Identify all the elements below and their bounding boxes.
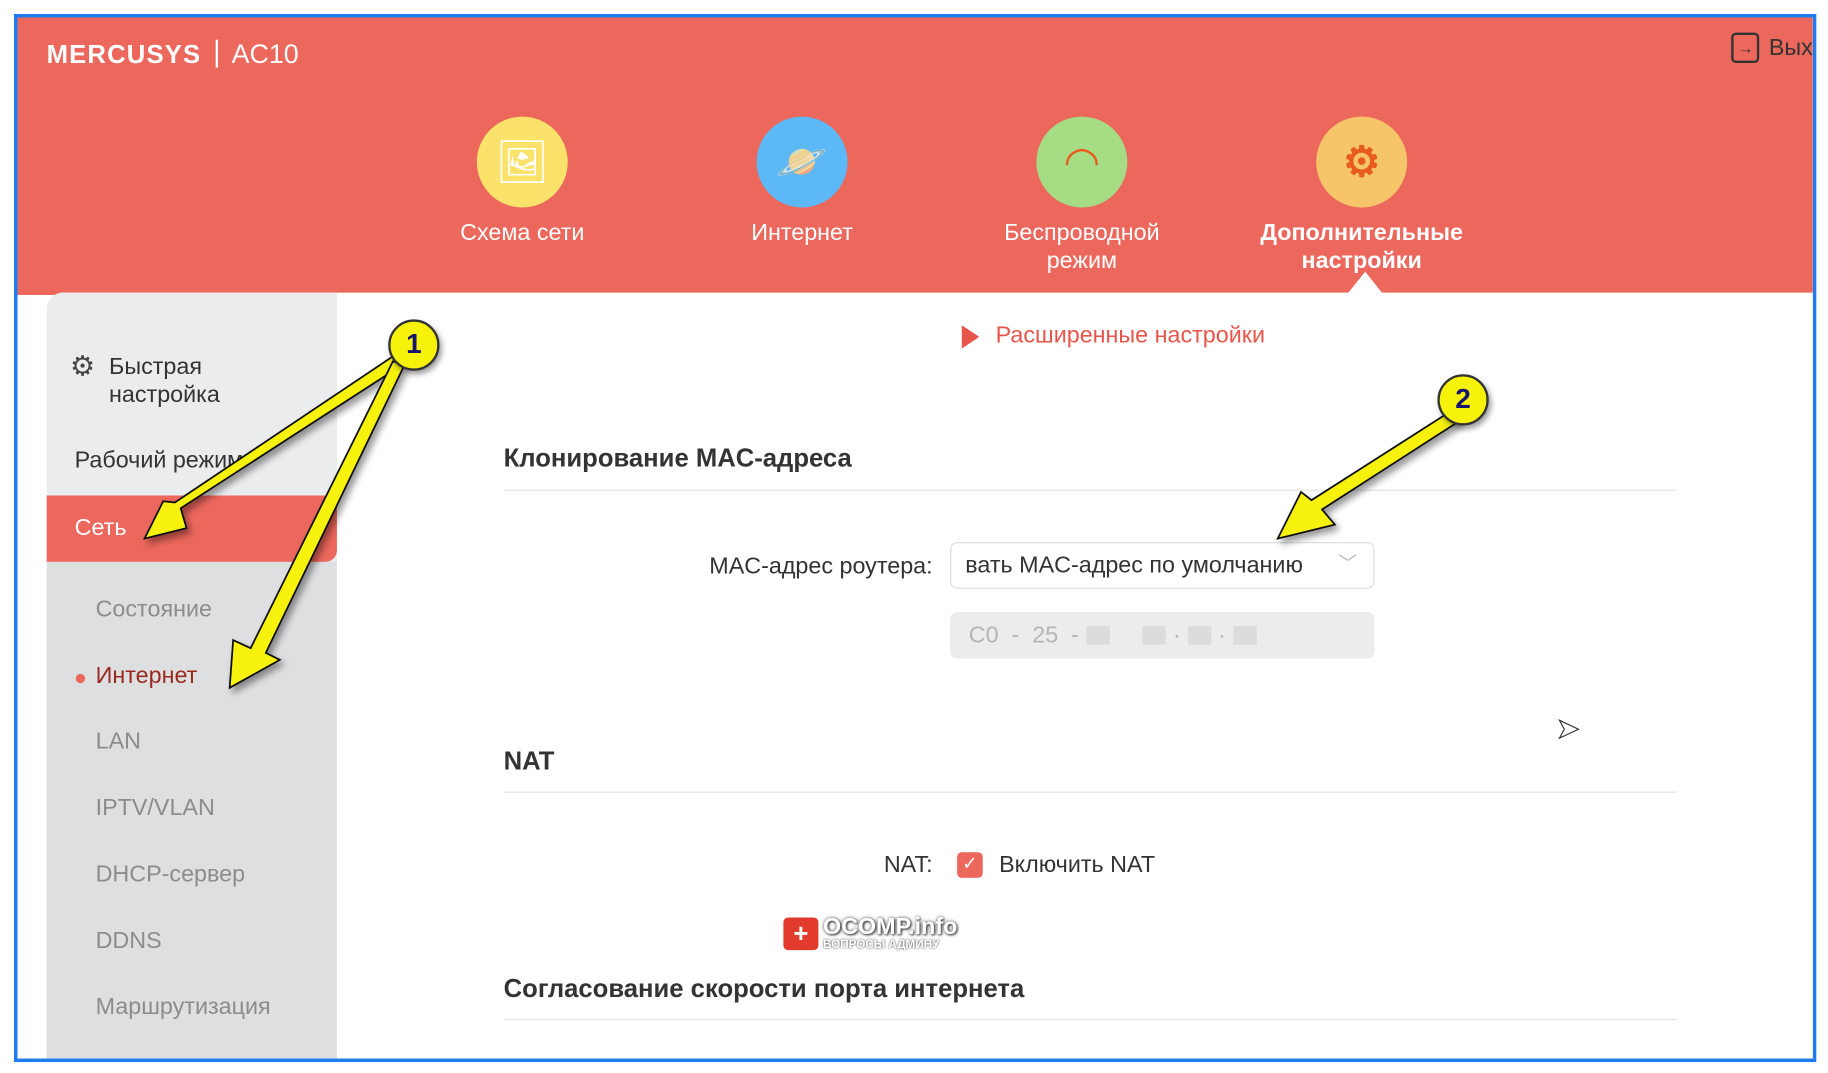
sidebar-subitem-dhcp[interactable]: DHCP-сервер: [95, 861, 246, 888]
mac-select-value: вать MAC-адрес по умолчанию: [965, 552, 1303, 579]
sidebar-item-label: Быстрая настройка: [109, 354, 220, 409]
active-dot: [75, 673, 86, 684]
blurred-octet: [1187, 626, 1212, 645]
watermark-title: OCOMP.info: [823, 913, 958, 940]
nav-wireless[interactable]: ◠ Беспроводной режим: [965, 116, 1198, 276]
mac-octet: C0: [968, 622, 999, 649]
blurred-octet: [1232, 626, 1257, 645]
network-map-icon: 🖼: [476, 116, 568, 208]
breadcrumb-label: Расширенные настройки: [995, 322, 1265, 349]
nav-internet[interactable]: 🪐 Интернет: [685, 116, 918, 248]
mac-label: MAC-адрес роутера:: [709, 553, 933, 580]
sidebar: ⚙ Быстрая настройка Рабочий режим Сеть Со…: [46, 292, 337, 1059]
sidebar-subitem-iptv[interactable]: IPTV/VLAN: [95, 795, 215, 821]
sidebar-item-quick-setup[interactable]: ⚙ Быстрая настройка: [70, 353, 249, 409]
nat-checkbox-label[interactable]: Включить NAT: [999, 852, 1156, 878]
divider: [503, 1018, 1677, 1021]
nat-label: NAT:: [883, 852, 933, 878]
model-name: AC10: [231, 38, 299, 69]
play-icon: [961, 324, 980, 348]
chevron-down-icon: ﹀: [1338, 554, 1357, 575]
nat-title: NAT: [503, 746, 555, 776]
port-speed-title: Согласование скорости порта интернета: [503, 973, 1025, 1003]
annotation-badge-1: 1: [388, 319, 440, 371]
sidebar-subitem-routing[interactable]: Маршрутизация: [95, 994, 271, 1021]
nav-advanced[interactable]: ⚙ Дополнительные настройки: [1245, 116, 1478, 276]
sidebar-subitem-label: Интернет: [95, 663, 198, 689]
nat-checkbox[interactable]: ✓: [957, 852, 983, 878]
nav-label: Беспроводной режим: [1004, 220, 1160, 274]
sidebar-subitem-lan[interactable]: LAN: [95, 728, 141, 755]
sidebar-subitem-ddns[interactable]: DDNS: [95, 927, 162, 954]
watermark-logo-icon: +: [783, 916, 819, 950]
logout-label: Вых: [1768, 34, 1813, 61]
logout-button[interactable]: → Вых: [1731, 32, 1813, 63]
watermark-subtitle: ВОПРОСЫ АДМИНУ: [823, 938, 940, 952]
active-indicator: [1346, 271, 1384, 295]
divider: [503, 489, 1677, 491]
gear-icon: ⚙: [1316, 116, 1408, 208]
brand: MERCUSYS: [46, 39, 202, 69]
mac-octet: 25: [1032, 622, 1059, 649]
logout-icon: →: [1731, 32, 1760, 63]
annotation-badge-2: 2: [1437, 374, 1489, 426]
sidebar-subitem-internet[interactable]: Интернет: [75, 663, 198, 690]
divider: [503, 791, 1677, 793]
logo: MERCUSYS AC10: [47, 38, 299, 69]
wifi-icon: ◠: [1036, 116, 1128, 208]
gear-icon: ⚙: [69, 350, 96, 383]
nav-network-map[interactable]: 🖼 Схема сети: [406, 116, 639, 248]
sidebar-submenu: Состояние Интернет LAN IPTV/VLAN DHCP-се…: [46, 561, 337, 1059]
nav-label: Схема сети: [460, 220, 585, 246]
mouse-cursor-icon: ➤: [1556, 713, 1581, 746]
divider: [215, 39, 218, 68]
mac-select[interactable]: вать MAC-адрес по умолчанию ﹀: [950, 542, 1375, 589]
planet-icon: 🪐: [756, 116, 848, 208]
sidebar-item-network[interactable]: Сеть: [46, 495, 337, 562]
mac-clone-title: Клонирование MAC-адреса: [503, 443, 852, 473]
sidebar-subitem-status[interactable]: Состояние: [95, 596, 212, 623]
blurred-octet: [1142, 626, 1167, 645]
nav-label: Дополнительные настройки: [1260, 220, 1463, 274]
nav-label: Интернет: [751, 220, 853, 246]
sidebar-item-work-mode[interactable]: Рабочий режим: [74, 447, 244, 474]
mac-address-field: C0 - 25 - ··: [950, 612, 1375, 659]
breadcrumb[interactable]: Расширенные настройки: [961, 322, 1265, 350]
blurred-octet: [1085, 626, 1110, 645]
